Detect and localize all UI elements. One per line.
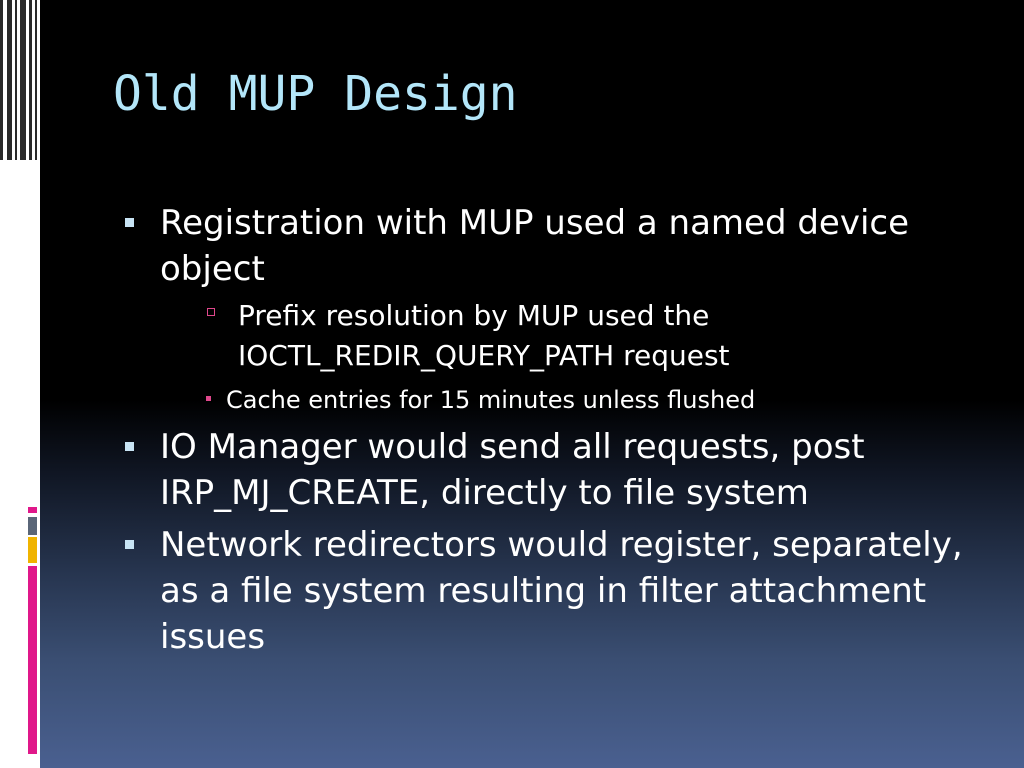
sub-bullet-list: Prefix resolution by MUP used the IOCTL_… [160, 296, 980, 376]
slide-title: Old MUP Design [113, 66, 518, 122]
left-decorative-strip [0, 0, 40, 768]
bullet-text: IO Manager would send all requests, post… [160, 427, 865, 513]
accent-bar-gray [28, 517, 37, 535]
bullet-list: Registration with MUP used a named devic… [120, 200, 980, 376]
small-square-bullet-icon [206, 396, 211, 401]
bullet-item: Network redirectors would register, sepa… [120, 522, 980, 660]
sub-bullet-item: Prefix resolution by MUP used the IOCTL_… [160, 296, 980, 376]
accent-bar-pink-long [28, 566, 37, 754]
sub-sub-bullet-text: Cache entries for 15 minutes unless flus… [226, 386, 756, 414]
sub-sub-bullet-list: Cache entries for 15 minutes unless flus… [120, 382, 980, 418]
sub-sub-bullet-item: Cache entries for 15 minutes unless flus… [120, 382, 980, 418]
decorative-vertical-lines [0, 0, 40, 160]
sub-bullet-text: Prefix resolution by MUP used the IOCTL_… [238, 299, 730, 372]
square-bullet-icon [125, 540, 134, 549]
hollow-square-bullet-icon [207, 308, 215, 316]
square-bullet-icon [125, 218, 134, 227]
bullet-text: Registration with MUP used a named devic… [160, 203, 910, 289]
bullet-text: Network redirectors would register, sepa… [160, 525, 963, 657]
square-bullet-icon [125, 442, 134, 451]
accent-bar-yellow [28, 537, 37, 563]
bullet-item: IO Manager would send all requests, post… [120, 424, 980, 516]
bullet-item: Registration with MUP used a named devic… [120, 200, 980, 376]
bullet-list-continued: IO Manager would send all requests, post… [120, 424, 980, 660]
slide-body: Registration with MUP used a named devic… [120, 200, 980, 666]
accent-bar-pink-top [28, 507, 37, 513]
